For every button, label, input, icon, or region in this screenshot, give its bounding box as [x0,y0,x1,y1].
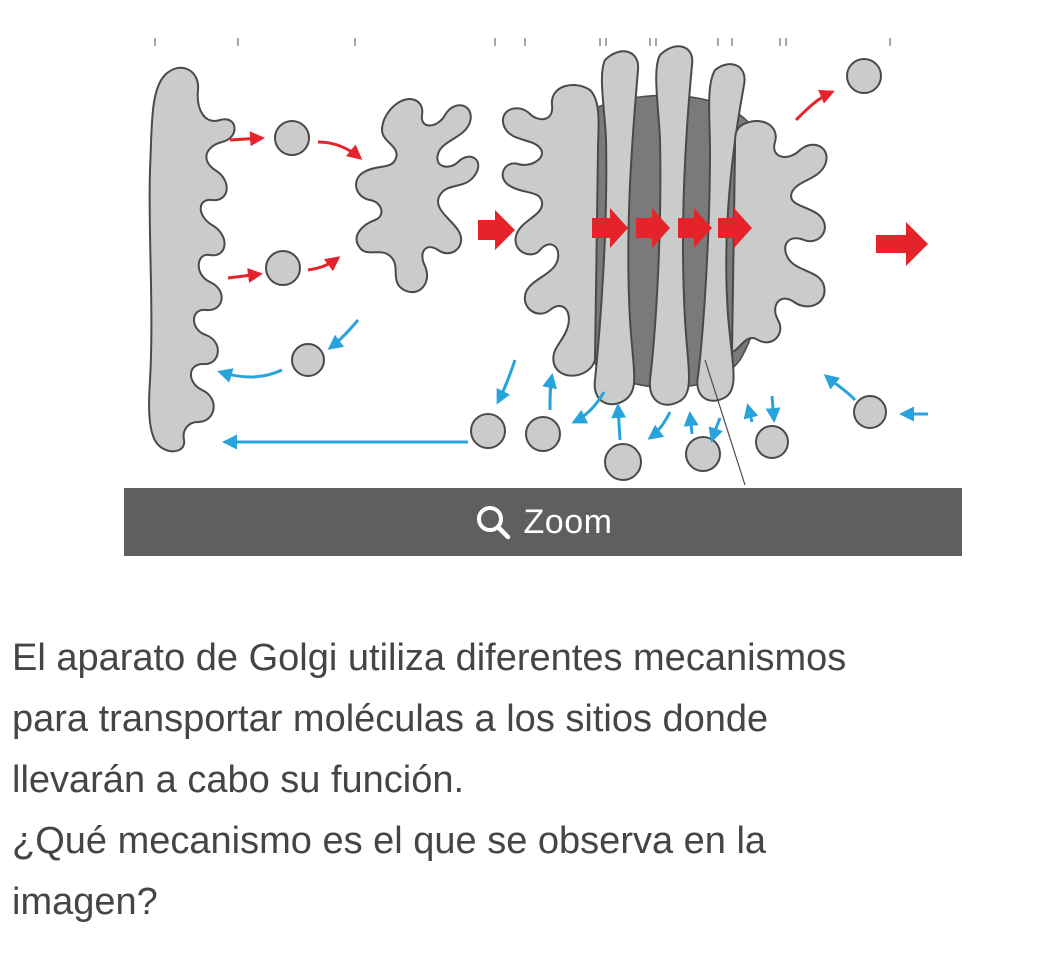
blue-arrows [217,319,928,450]
question-line-2: para transportar moléculas a los sitios … [12,698,769,740]
cis-golgi-network [355,98,480,293]
golgi-cis-face [501,84,600,377]
top-tick-marks [154,38,891,46]
question-line-5: imagen? [12,881,158,923]
question-line-3: llevarán a cabo su función. [12,759,465,801]
golgi-illustration [148,38,928,486]
zoom-button[interactable]: Zoom [124,488,962,556]
er-membrane [148,66,236,453]
red-arrows [227,89,835,283]
pointer-line [704,359,746,486]
question-line-4: ¿Qué mecanismo es el que se observa en l… [12,820,767,862]
transport-vesicles [265,58,887,481]
question-text: El aparato de Golgi utiliza diferentes m… [12,628,1057,933]
large-red-arrows [478,208,928,266]
golgi-diagram [120,30,940,490]
magnifier-icon [476,506,510,540]
golgi-trans-face [730,120,828,354]
zoom-label: Zoom [523,502,613,541]
question-line-1: El aparato de Golgi utiliza diferentes m… [12,637,847,679]
